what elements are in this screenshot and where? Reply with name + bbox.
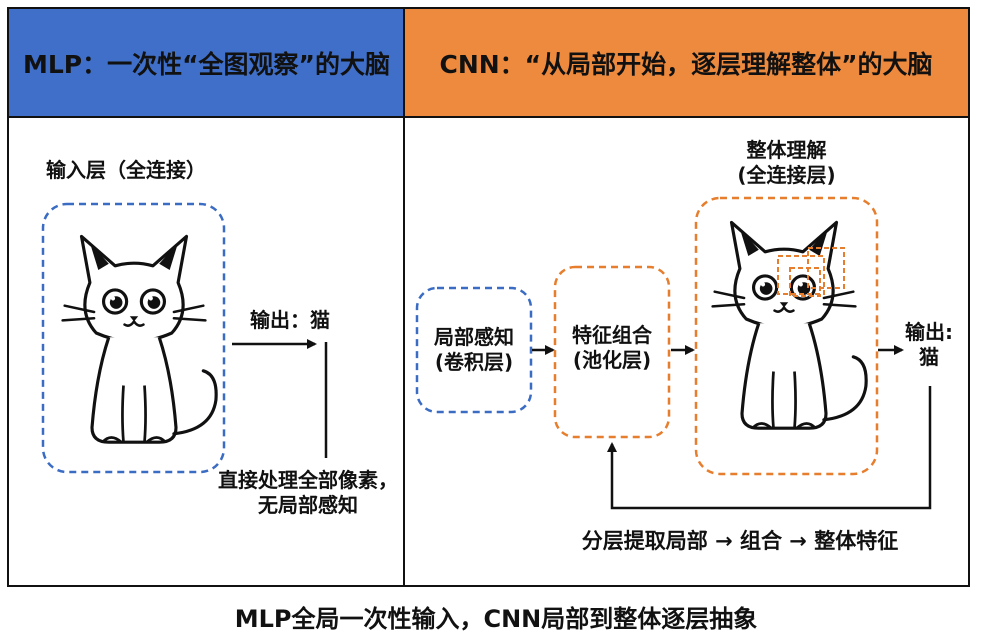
feature-combine-line2: (池化层) [555, 348, 669, 373]
mlp-cat-illustration [63, 236, 217, 442]
cnn-flow-text: 分层提取局部 → 组合 → 整体特征 [530, 528, 950, 554]
cnn-output-label: 输出: 猫 [896, 320, 962, 370]
whole-understanding-label: 整体理解 (全连接层) [696, 138, 877, 188]
feature-combine-line1: 特征组合 [555, 323, 669, 348]
local-perception-line1: 局部感知 [417, 325, 531, 350]
mlp-note-line1: 直接处理全部像素， [210, 468, 406, 493]
local-perception-label: 局部感知 (卷积层) [417, 325, 531, 375]
whole-understanding-line2: (全连接层) [696, 163, 877, 188]
cnn-output-line1: 输出: [896, 320, 962, 345]
mlp-output-label: 输出：猫 [250, 308, 330, 333]
feature-combine-label: 特征组合 (池化层) [555, 323, 669, 373]
whole-understanding-line1: 整体理解 [696, 138, 877, 163]
cnn-output-line2: 猫 [896, 345, 962, 370]
local-perception-line2: (卷积层) [417, 350, 531, 375]
mlp-input-label: 输入层（全连接） [46, 158, 206, 183]
footer-caption: MLP全局一次性输入，CNN局部到整体逐层抽象 [0, 592, 992, 640]
mlp-note-line2: 无局部感知 [210, 493, 406, 518]
mlp-note: 直接处理全部像素， 无局部感知 [210, 468, 406, 518]
